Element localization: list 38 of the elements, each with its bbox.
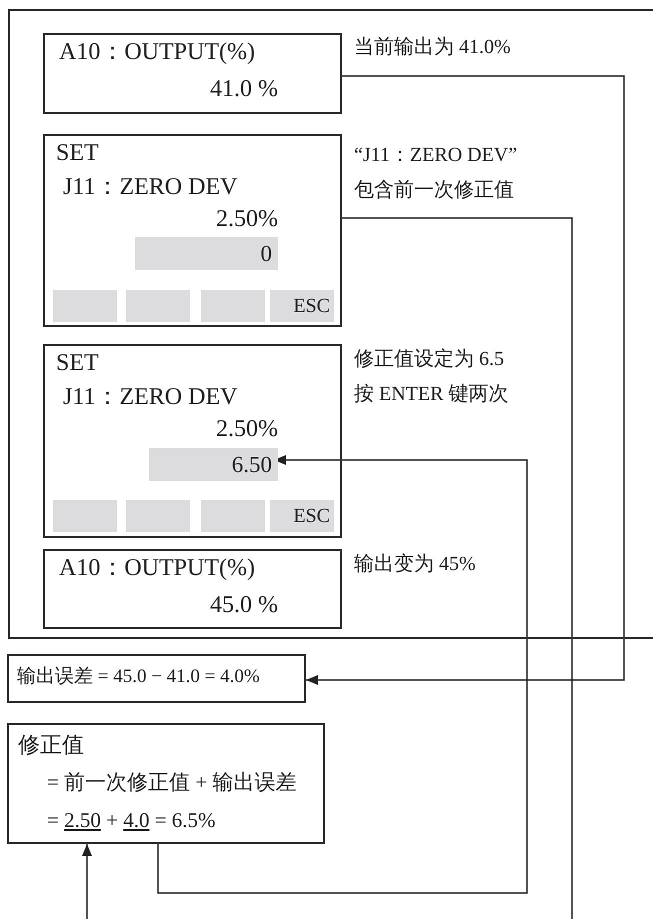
soft-key	[53, 290, 117, 322]
annotation-text: 输出变为 45%	[354, 552, 477, 577]
display-screen	[43, 33, 342, 114]
soft-key: ESC	[270, 500, 334, 532]
display-text: J11：ZERO DEV	[63, 384, 238, 410]
formula-text: = 2.50 + 4.0 = 6.5%	[47, 809, 216, 832]
soft-key	[126, 290, 190, 322]
soft-key: ESC	[270, 290, 334, 322]
annotation-text: 修正值设定为 6.5 按 ENTER 键两次	[354, 347, 510, 407]
display-text: 2.50%	[216, 206, 278, 232]
display-screen	[43, 344, 342, 538]
soft-key	[201, 290, 265, 322]
display-text: 41.0 %	[210, 76, 278, 102]
soft-key	[126, 500, 190, 532]
panel-frame	[8, 9, 653, 639]
soft-key	[201, 500, 265, 532]
display-screen	[43, 549, 342, 629]
display-screen	[43, 134, 342, 327]
connector-arrow	[157, 455, 528, 894]
soft-key	[53, 500, 117, 532]
annotation-text: “J11：ZERO DEV” 包含前一次修正值	[354, 143, 518, 203]
connector-arrow	[82, 217, 573, 919]
input-field: 6.50	[149, 448, 278, 481]
display-text: J11：ZERO DEV	[63, 174, 238, 200]
connector-arrow	[306, 75, 625, 685]
formula-text: 修正值	[18, 733, 84, 758]
input-field: 0	[135, 237, 278, 270]
display-text: SET	[56, 140, 99, 166]
annotation-text: 当前输出为 41.0%	[354, 35, 512, 60]
display-text: A10：OUTPUT(%)	[59, 39, 255, 66]
formula-box	[7, 723, 325, 844]
formula-text: = 前一次修正值 + 输出误差	[47, 771, 296, 794]
display-text: A10：OUTPUT(%)	[59, 555, 255, 582]
display-text: 2.50%	[216, 416, 278, 442]
formula-box	[7, 654, 306, 703]
formula-text: 输出误差 = 45.0 − 41.0 = 4.0%	[17, 667, 260, 688]
display-text: 45.0 %	[210, 592, 278, 618]
display-text: SET	[56, 350, 99, 376]
